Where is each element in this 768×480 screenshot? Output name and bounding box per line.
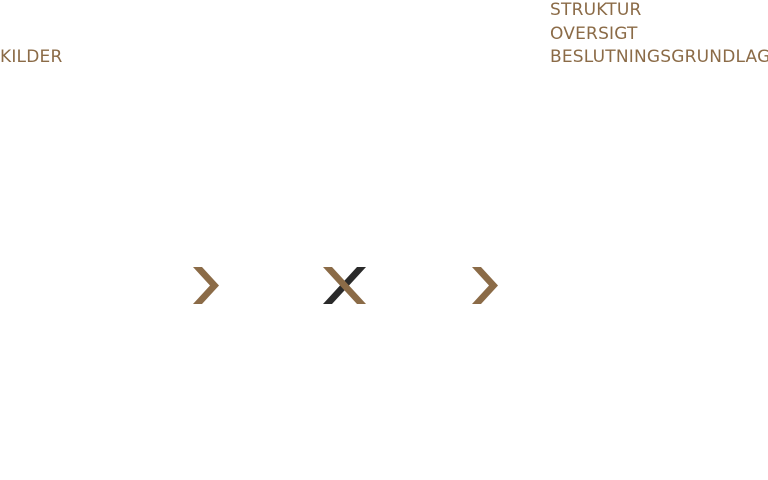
chevron-right-icon <box>472 267 498 304</box>
list-item-beslutningsgrundlag: BESLUTNINGSGRUNDLAG <box>550 47 768 67</box>
x-cross-icon <box>323 267 366 304</box>
kilder-label: KILDER <box>0 47 63 67</box>
list-item-struktur: STRUKTUR <box>550 0 642 20</box>
category-list: STRUKTUR OVERSIGT BESLUTNINGSGRUNDLAG <box>550 0 768 70</box>
chevron-right-icon <box>193 267 219 304</box>
list-item-oversigt: OVERSIGT <box>550 23 638 44</box>
